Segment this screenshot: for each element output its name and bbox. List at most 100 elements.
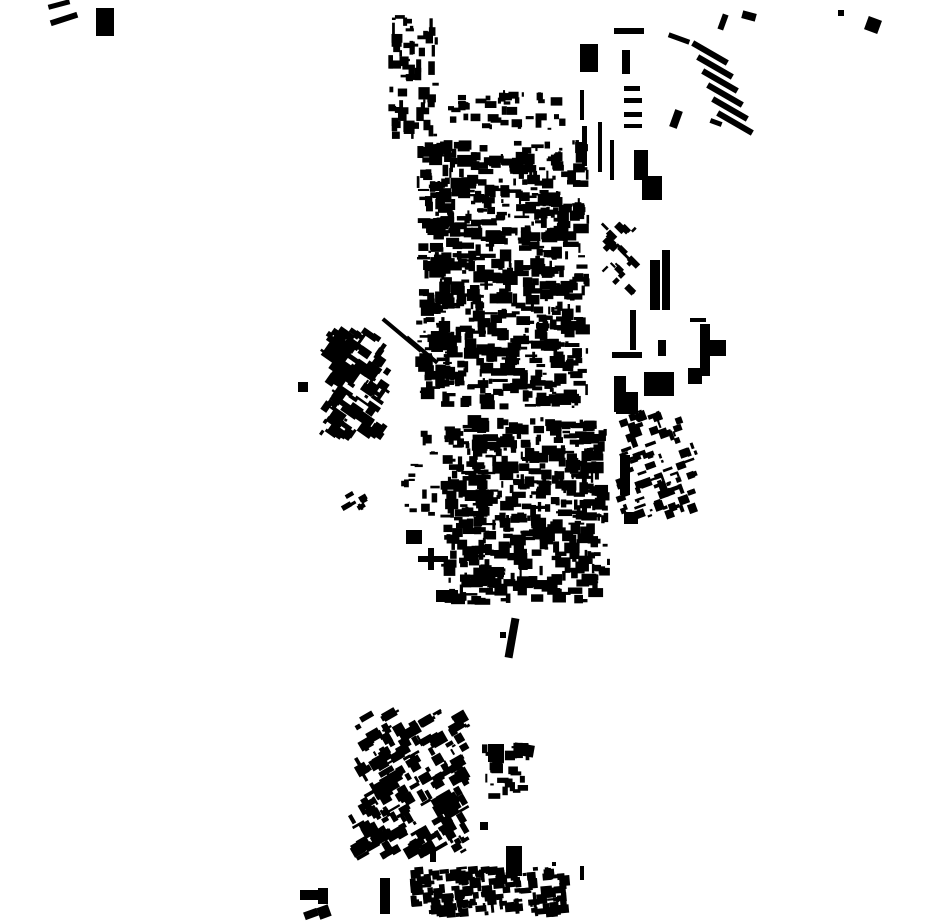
building: [486, 550, 499, 554]
building: [560, 500, 573, 505]
building: [498, 178, 503, 183]
building: [473, 465, 481, 474]
building: [389, 86, 394, 93]
building: [439, 189, 451, 197]
building: [554, 373, 567, 384]
building: [441, 275, 445, 280]
building: [471, 227, 483, 240]
building: [539, 463, 546, 469]
building: [510, 163, 514, 174]
building: [511, 302, 526, 307]
building: [494, 583, 508, 596]
building: [497, 97, 501, 104]
building: [532, 480, 539, 484]
building: [521, 424, 529, 435]
building: [428, 27, 436, 36]
building: [417, 35, 426, 40]
building: [415, 356, 431, 367]
building: [701, 68, 739, 94]
building: [567, 304, 571, 313]
building: [482, 223, 498, 226]
building: [420, 430, 428, 437]
building: [298, 382, 308, 392]
building: [601, 515, 605, 524]
building: [356, 502, 366, 511]
building: [425, 261, 441, 272]
building: [477, 480, 488, 490]
building: [476, 569, 493, 577]
building: [507, 552, 515, 561]
building: [507, 342, 522, 349]
building: [461, 441, 469, 445]
building: [429, 18, 433, 30]
building: [365, 727, 383, 744]
building: [449, 754, 467, 771]
building: [500, 436, 515, 447]
building: [478, 565, 492, 570]
building: [416, 788, 428, 803]
building: [509, 534, 526, 546]
building: [445, 560, 449, 572]
building: [551, 527, 566, 534]
building: [445, 498, 459, 510]
building: [577, 368, 587, 373]
building: [430, 192, 445, 198]
building: [452, 253, 462, 258]
building: [463, 550, 479, 562]
building: [519, 569, 522, 580]
building: [551, 528, 554, 540]
building: [473, 162, 488, 169]
building: [539, 537, 548, 550]
building: [553, 267, 563, 272]
building: [546, 207, 550, 211]
building: [504, 881, 516, 888]
building: [506, 283, 511, 292]
building: [455, 811, 468, 825]
building: [430, 485, 440, 489]
building: [501, 481, 504, 488]
building: [462, 885, 473, 897]
building: [575, 324, 590, 335]
building: [419, 353, 433, 360]
building: [619, 249, 630, 260]
building: [478, 514, 484, 520]
building: [338, 398, 356, 414]
building: [504, 750, 515, 761]
building: [448, 436, 454, 445]
building: [539, 190, 549, 194]
building: [575, 561, 585, 574]
building: [569, 279, 576, 285]
building: [553, 153, 561, 162]
building: [379, 809, 386, 817]
building: [559, 898, 567, 907]
building: [422, 434, 432, 444]
building: [581, 475, 587, 486]
building: [437, 183, 446, 186]
building: [678, 447, 691, 459]
building: [391, 131, 400, 139]
building: [504, 901, 516, 913]
building: [537, 501, 542, 512]
building: [516, 168, 522, 172]
building: [471, 152, 477, 162]
building: [501, 568, 506, 572]
building: [359, 762, 366, 771]
building: [487, 322, 497, 335]
building: [533, 425, 545, 434]
building: [525, 201, 540, 207]
building: [481, 219, 497, 224]
building: [354, 411, 374, 429]
building: [489, 155, 504, 163]
building: [644, 372, 674, 396]
building: [379, 342, 387, 352]
building: [502, 786, 508, 796]
building: [357, 332, 367, 345]
building: [446, 834, 454, 844]
building: [511, 767, 514, 772]
building: [593, 444, 603, 455]
building: [559, 882, 567, 890]
building: [472, 310, 485, 322]
building: [487, 206, 496, 215]
building: [621, 448, 629, 453]
building: [503, 90, 506, 97]
